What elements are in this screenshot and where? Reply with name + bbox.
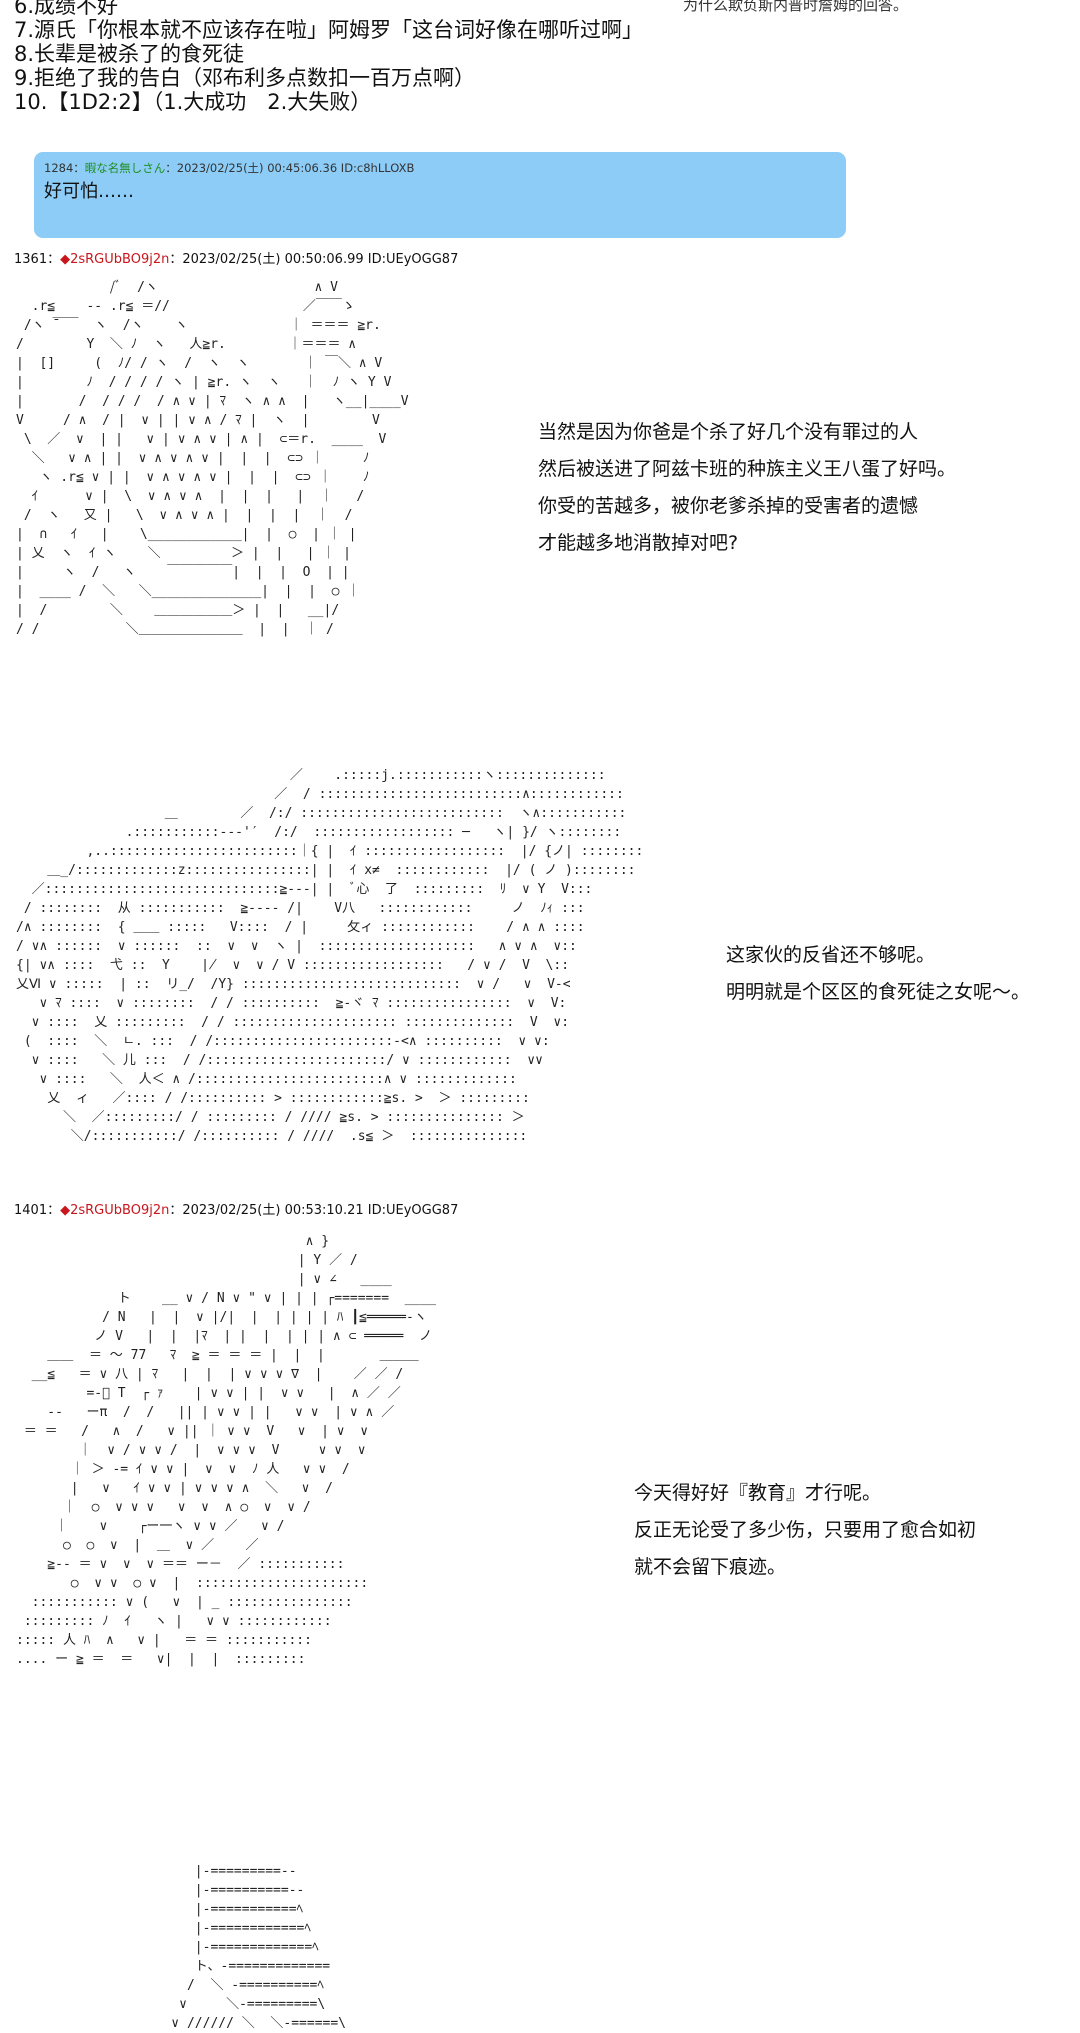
list-line-6: 6.成绩不好 [14, 0, 119, 18]
dialogue-block-1: 当然是因为你爸是个杀了好几个没有罪过的人 然后被送进了阿兹卡班的种族主义王八蛋了… [538, 414, 956, 562]
dialogue-line: 今天得好好『教育』才行呢。 [634, 1482, 882, 1504]
post-id: ID:UEyOGG87 [367, 1203, 459, 1218]
reply-name: 暇な名無しさん [84, 161, 166, 175]
dialogue-line: 这家伙的反省还不够呢。 [726, 944, 936, 966]
ascii-art-figure-2: ／ .:::::j.:::::::::::ヽ:::::::::::::: ／ /… [16, 768, 644, 1144]
list-line-7: 7.源氏「你根本就不应该存在啦」阿姆罗「这台词好像在哪听过啊」 [14, 18, 644, 42]
dialogue-line: 就不会留下痕迹。 [634, 1556, 787, 1578]
post-header-1361: 1361：◆2sRGUbBO9j2n：2023/02/25(土) 00:50:0… [14, 252, 459, 267]
dialogue-block-3: 今天得好好『教育』才行呢。 反正无论受了多少伤，只要用了愈合如初 就不会留下痕迹… [634, 1475, 976, 1586]
dialogue-line: 当然是因为你爸是个杀了好几个没有罪过的人 [538, 421, 919, 443]
ascii-art-figure-3: ∧ } | Y ／ / | ∨ ∠ ____ ト __ ∨ / N ∨ " ∨ … [16, 1234, 436, 1667]
post-date: 2023/02/25(土) 00:50:06.99 [182, 252, 364, 267]
post-trip[interactable]: ◆2sRGUbBO9j2n [60, 252, 170, 267]
ascii-art-figure-4: |-=========-- |-==========-- |-=========… [171, 1864, 347, 2031]
ascii-art-figure-1: /ﾞ /ヽ ∧ V .r≦ -‐ .r≦ ＝// ／￣￣ゝ /ヽ ̄￣￣ ヽ /… [16, 280, 409, 637]
dialogue-line: 反正无论受了多少伤，只要用了愈合如初 [634, 1519, 977, 1541]
post-date: 2023/02/25(土) 00:53:10.21 [182, 1203, 364, 1218]
dialogue-line: 明明就是个区区的食死徒之女呢～。 [726, 981, 1031, 1003]
reply-box [34, 152, 846, 238]
corner-note: 为什么欺负斯内普时詹姆的回答。 [683, 0, 909, 14]
list-line-9: 9.拒绝了我的告白（邓布利多点数扣一百万点啊） [14, 66, 476, 90]
dialogue-line: 然后被送进了阿兹卡班的种族主义王八蛋了好吗。 [538, 458, 957, 480]
list-line-10: 10.【1D2:2】（1.大成功 2.大失败） [14, 90, 372, 114]
reply-meta: 1284：暇な名無しさん：2023/02/25(土) 00:45:06.36 I… [44, 161, 415, 175]
reply-id: ID:c8hLLOXB [340, 161, 415, 175]
post-number: 1401 [14, 1203, 48, 1218]
reply-body: 好可怕…… [44, 181, 134, 202]
dialogue-block-2: 这家伙的反省还不够呢。 明明就是个区区的食死徒之女呢～。 [726, 937, 1030, 1011]
post-id: ID:UEyOGG87 [367, 252, 459, 267]
dialogue-line: 才能越多地消散掉对吧? [538, 532, 739, 554]
reply-date: 2023/02/25(土) 00:45:06.36 [176, 161, 338, 175]
post-number: 1361 [14, 252, 48, 267]
dialogue-line: 你受的苦越多，被你老爹杀掉的受害者的遗憾 [538, 495, 919, 517]
list-line-8: 8.长辈是被杀了的食死徒 [14, 42, 245, 66]
post-trip[interactable]: ◆2sRGUbBO9j2n [60, 1203, 170, 1218]
reply-number: 1284 [44, 161, 74, 175]
post-header-1401: 1401：◆2sRGUbBO9j2n：2023/02/25(土) 00:53:1… [14, 1203, 459, 1218]
